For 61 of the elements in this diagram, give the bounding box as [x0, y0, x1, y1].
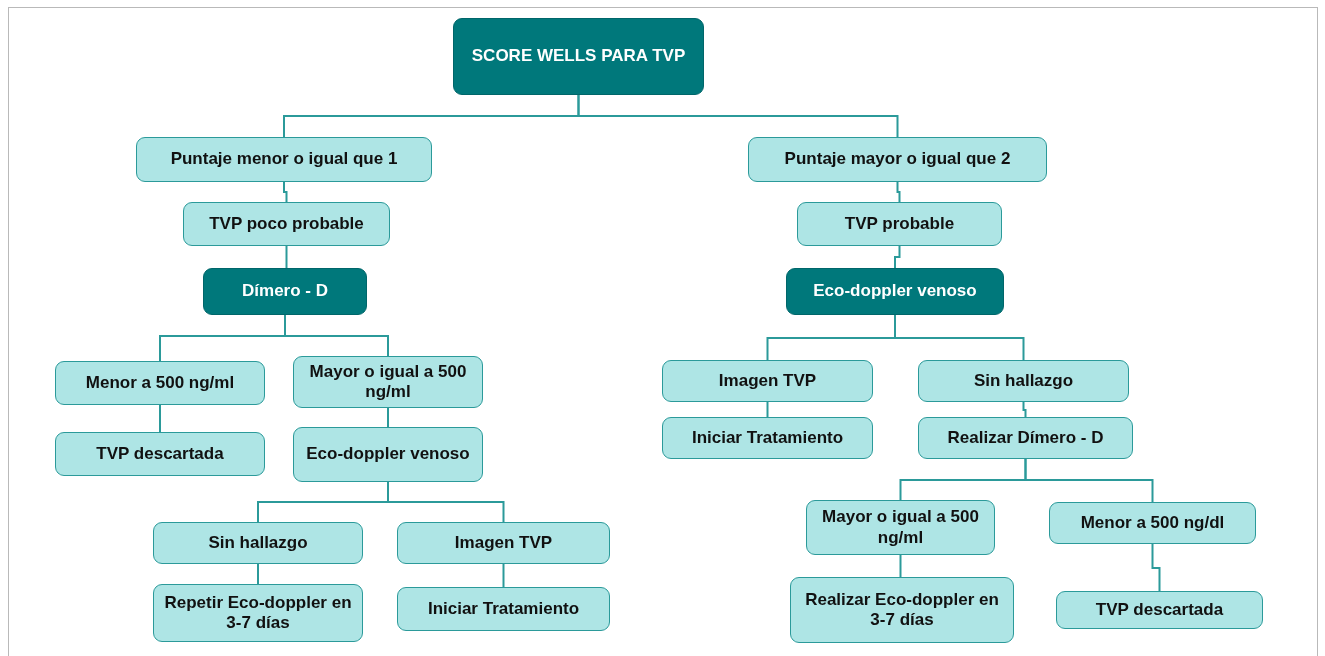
- process-box: [1049, 502, 1256, 544]
- box-label: Iniciar Tratamiento: [691, 427, 844, 449]
- process-box: [136, 137, 432, 182]
- process-box: [293, 427, 483, 482]
- connector-line: [257, 563, 259, 585]
- box-label: Eco-doppler venoso: [306, 444, 470, 465]
- box-label: TVP probable: [844, 213, 955, 235]
- box-label: Repetir Eco-doppler en 3-7 días: [163, 592, 353, 634]
- box-label: Mayor o igual a 500 ng/ml: [308, 361, 468, 403]
- box-label: Imagen TVP: [454, 532, 553, 554]
- connector-line: [283, 181, 288, 203]
- process-box: [918, 360, 1129, 402]
- connector-line: [894, 245, 901, 269]
- process-box: [183, 202, 390, 246]
- box-label: Dímero - D: [242, 281, 328, 302]
- process-box: [806, 500, 995, 555]
- process-box: [153, 522, 363, 564]
- connector-line: [284, 314, 389, 357]
- process-box: [55, 432, 265, 476]
- box-label: Sin hallazgo: [208, 532, 308, 554]
- connector-line: [1151, 543, 1161, 592]
- connector-line: [766, 401, 769, 418]
- connector-line: [1022, 401, 1027, 418]
- box-label: Iniciar Tratamiento: [427, 598, 580, 620]
- highlight-box: [786, 268, 1004, 315]
- box-label: Realizar Eco-doppler en 3-7 días: [804, 589, 1000, 631]
- process-box: [790, 577, 1014, 643]
- process-box: [797, 202, 1002, 246]
- connector-line: [577, 94, 899, 138]
- process-box: [918, 417, 1133, 459]
- connector-line: [1024, 458, 1154, 503]
- box-label: TVP descartada: [1095, 599, 1224, 621]
- box-label: SCORE WELLS PARA TVP: [471, 46, 686, 67]
- connector-line: [896, 181, 901, 203]
- box-label: Imagen TVP: [718, 370, 817, 392]
- box-label: Mayor o igual a 500 ng/ml: [821, 507, 980, 548]
- box-label: Realizar Dímero - D: [947, 427, 1104, 449]
- process-box: [748, 137, 1047, 182]
- connector-line: [387, 407, 389, 428]
- box-label: Menor a 500 ng/ml: [85, 372, 235, 394]
- box-label: TVP descartada: [96, 443, 224, 465]
- process-box: [397, 522, 610, 564]
- highlight-box: [203, 268, 367, 315]
- box-label: Menor a 500 ng/dl: [1080, 512, 1225, 534]
- process-box: [662, 360, 873, 402]
- box-label: Puntaje menor o igual que 1: [170, 149, 398, 170]
- process-box: [1056, 591, 1263, 629]
- highlight-box: [453, 18, 704, 95]
- connector-line: [899, 554, 902, 578]
- connector-line: [502, 563, 505, 588]
- box-label: TVP poco probable: [209, 213, 364, 235]
- process-box: [153, 584, 363, 642]
- process-box: [662, 417, 873, 459]
- process-box: [397, 587, 610, 631]
- box-label: Puntaje mayor o igual que 2: [784, 149, 1011, 170]
- connector-line: [159, 404, 161, 433]
- process-box: [293, 356, 483, 408]
- box-label: Eco-doppler venoso: [813, 281, 977, 302]
- connector-line: [285, 245, 288, 269]
- box-label: Sin hallazgo: [973, 370, 1074, 392]
- process-box: [55, 361, 265, 405]
